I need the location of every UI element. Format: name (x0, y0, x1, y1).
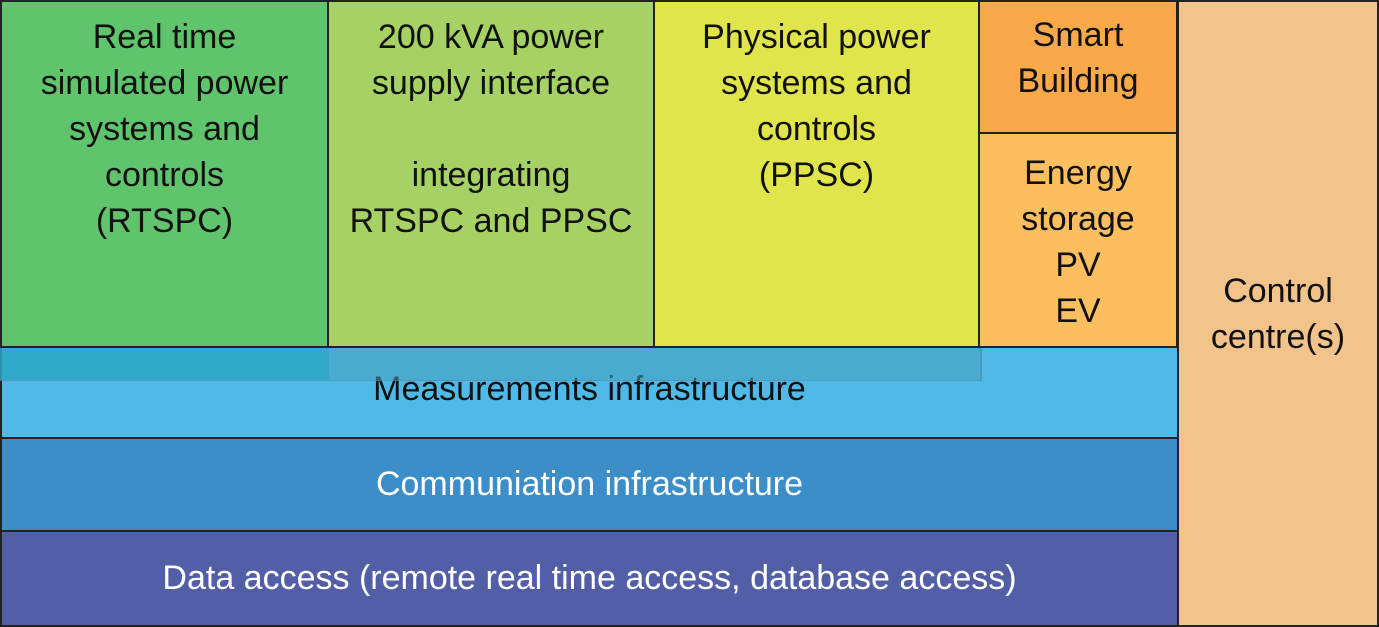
ppsc-label-line-3: controls (756, 110, 877, 148)
rtspc-label-line-1: Real time (92, 18, 237, 56)
smart-building-block: Smart Building (978, 0, 1178, 134)
rtspc-label-line-4: controls (104, 156, 225, 194)
ppsc-label-line-1: Physical power (702, 18, 931, 56)
ppsc-label-line-4: (PPSC) (758, 156, 875, 194)
interface-label-line-2: supply interface (371, 64, 611, 102)
energy-storage-block: Energy storage PV EV (978, 132, 1178, 348)
smart-building-label-line-2: Building (1017, 62, 1139, 100)
data-access-label: Data access (remote real time access, da… (162, 559, 1017, 597)
interface-label-line-1: 200 kVA power (377, 18, 605, 56)
communication-infrastructure-label: Communiation infrastructure (375, 465, 804, 503)
energy-storage-label-line-3: PV (1055, 246, 1101, 284)
ppsc-block: Physical power systems and controls (PPS… (653, 0, 980, 348)
data-access-layer: Data access (remote real time access, da… (0, 530, 1179, 627)
energy-storage-label-line-1: Energy (1024, 154, 1132, 192)
power-supply-interface-block: 200 kVA power supply interface integrati… (327, 0, 655, 348)
energy-storage-label-line-4: EV (1055, 292, 1101, 330)
rtspc-label-line-5: (RTSPC) (95, 202, 234, 240)
smart-building-label-line-1: Smart (1032, 16, 1124, 54)
interface-label-line-3: integrating (411, 156, 571, 194)
control-centre-label-line-2: centre(s) (1210, 317, 1346, 356)
control-centre-block: Control centre(s) (1177, 0, 1379, 627)
rtspc-label-line-2: simulated power (40, 64, 289, 102)
energy-storage-label-line-2: storage (1021, 200, 1135, 238)
ppsc-label-line-2: systems and (721, 64, 912, 102)
communication-infrastructure-layer: Communiation infrastructure (0, 437, 1179, 532)
interface-label-line-4: RTSPC and PPSC (349, 202, 633, 240)
rtspc-block: Real time simulated power systems and co… (0, 0, 329, 348)
control-centre-label-line-1: Control (1223, 271, 1333, 310)
rtspc-label-line-3: systems and (69, 110, 260, 148)
measurement-overlap-strip-rtspc (0, 348, 329, 380)
measurements-infrastructure-label: Measurements infrastructure (373, 370, 806, 408)
